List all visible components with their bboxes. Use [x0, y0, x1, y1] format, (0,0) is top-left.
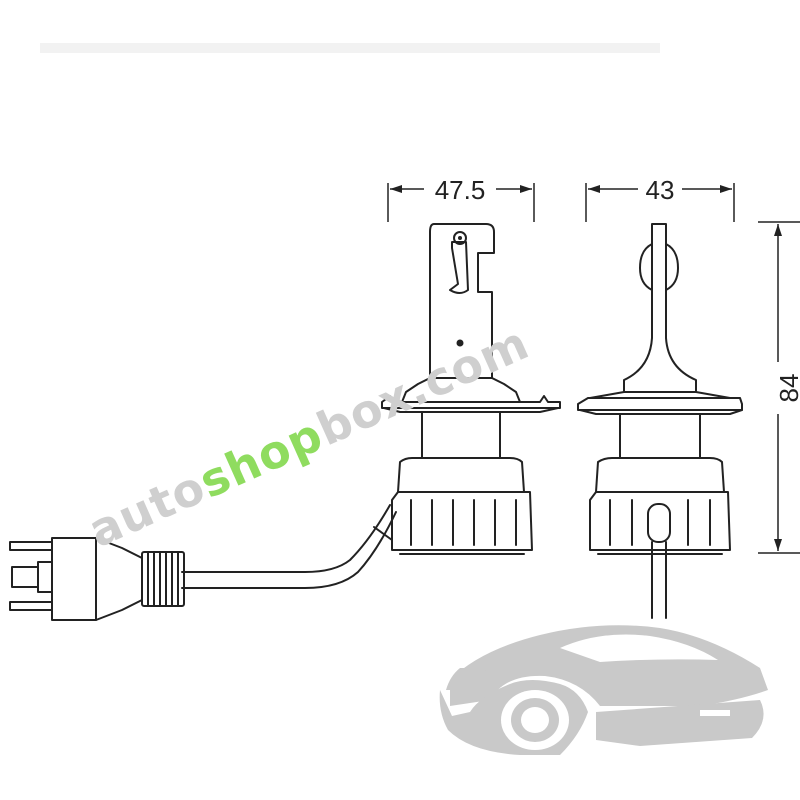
dimension-height: 84 — [758, 221, 800, 554]
bulb-flange-side — [577, 397, 743, 411]
connector-plug — [9, 537, 185, 621]
bulb-ring-side — [589, 491, 731, 551]
car-silhouette-logo — [439, 625, 768, 755]
dimension-label-84: 84 — [774, 374, 800, 403]
bulb-blade-side — [623, 223, 697, 393]
watermark-logo: autoshopbox.com — [81, 315, 537, 558]
dimension-width-left: 47.5 — [387, 175, 535, 222]
dimension-label-43: 43 — [646, 175, 675, 205]
bulb-ring-front — [391, 491, 533, 551]
bulb-head-plate — [429, 223, 495, 379]
cable-front — [181, 504, 391, 573]
watermark-part-shop: shop — [191, 407, 331, 509]
bulb-side-view — [577, 223, 743, 619]
dimension-width-right: 43 — [585, 175, 735, 222]
watermark-part-auto: auto — [81, 459, 214, 558]
bulb-front-view — [181, 223, 561, 589]
bulb-hook-slot — [449, 241, 469, 294]
bulb-flange-front — [381, 395, 561, 409]
dimension-label-47-5: 47.5 — [435, 175, 486, 205]
svg-text:autoshopbox.com: autoshopbox.com — [81, 315, 537, 558]
